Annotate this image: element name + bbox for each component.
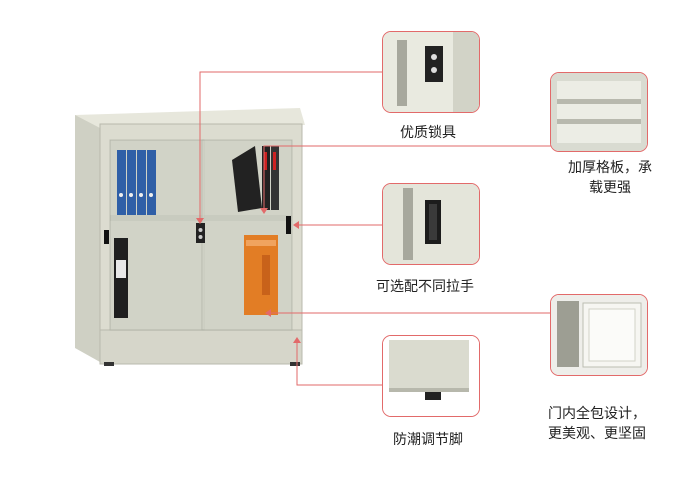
door-caption: 门内全包设计， 更美观、更坚固 — [548, 404, 646, 444]
black-binder-lower — [114, 238, 128, 318]
right-door-handle — [286, 216, 291, 234]
shelf-caption-line1: 加厚格板，承 — [568, 160, 652, 176]
door-detail-image — [551, 295, 647, 375]
shelf-detail-image — [551, 73, 647, 151]
shelf-caption: 加厚格板，承 载更强 — [552, 158, 668, 198]
handle-callout — [382, 183, 480, 265]
foot-callout — [382, 335, 480, 417]
lock-callout — [382, 31, 480, 113]
shelf-caption-line2: 载更强 — [589, 180, 631, 196]
pointer-lines — [199, 71, 560, 386]
handle-detail-image — [383, 184, 479, 264]
black-binders — [232, 146, 279, 212]
door-callout — [550, 294, 648, 376]
lock-icon — [196, 223, 205, 243]
pointer-arrowheads — [196, 208, 301, 343]
lock-detail-image — [383, 32, 479, 112]
blue-binders — [117, 150, 156, 215]
door-caption-line2: 更美观、更坚固 — [548, 426, 646, 442]
lock-caption: 优质锁具 — [400, 125, 456, 141]
door-caption-line1: 门内全包设计， — [548, 406, 646, 422]
left-door-handle — [104, 230, 109, 244]
handle-caption: 可选配不同拉手 — [376, 279, 474, 295]
foot-caption: 防潮调节脚 — [393, 432, 463, 448]
foot-detail-image — [383, 336, 479, 416]
orange-box-file — [244, 235, 278, 315]
shelf-callout — [550, 72, 648, 152]
